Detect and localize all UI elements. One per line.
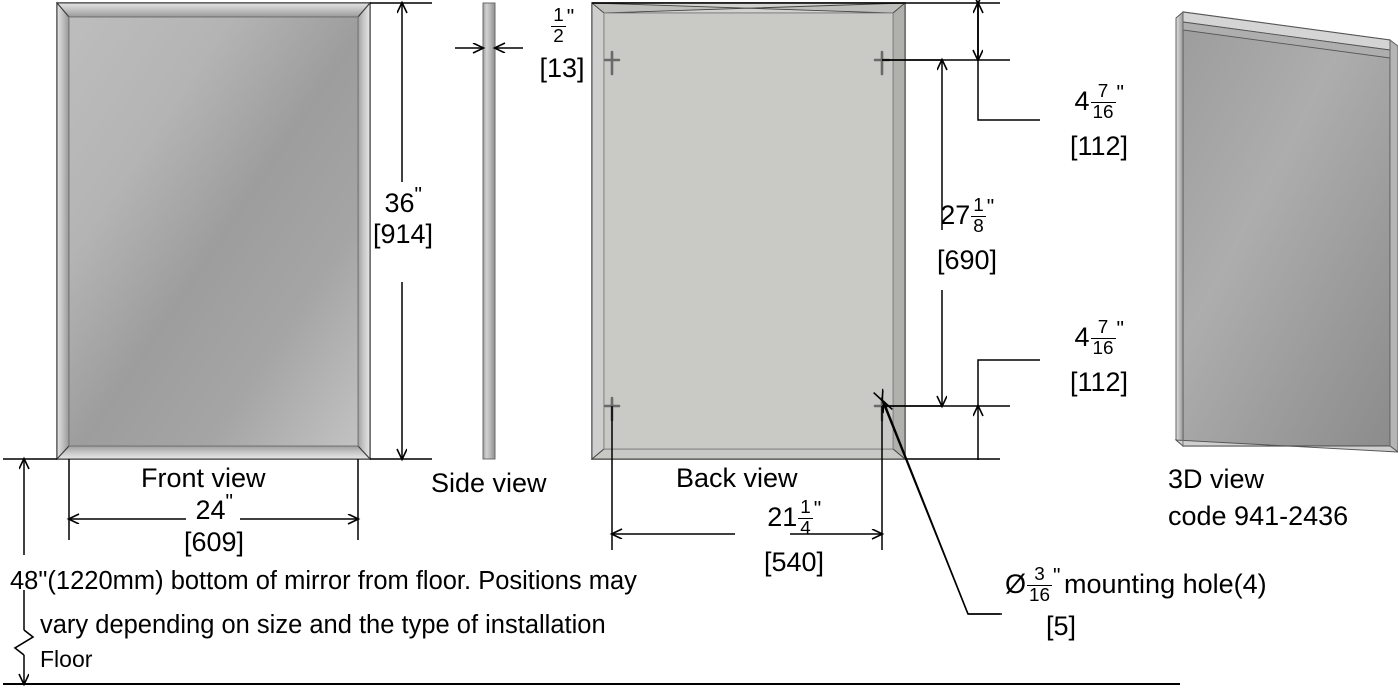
dimension-floor-48 [3,459,1180,684]
mounting-hole-mm: [5] [1046,611,1077,641]
three-d-view-label: 3D view [1168,464,1265,494]
three-d-view-graphic [1174,11,1398,453]
dimension-hole-bottom-offset [978,359,1040,460]
back-view-label: Back view [676,463,798,493]
install-note-line-1: 48"(1220mm) bottom of mirror from floor.… [10,567,637,595]
dimension-width-24 [69,459,358,540]
hole-bottom-offset-mm: [112] [1069,366,1129,397]
dimension-label-height: 36" [914] [372,184,434,248]
dimension-hole-top-offset [978,3,1040,121]
mounting-hole-text: mounting hole(4) [1064,568,1267,599]
front-view-label: Front view [141,463,266,493]
dimension-hole-spacing-vertical [882,60,942,406]
three-d-view-code: code 941-2436 [1168,501,1349,531]
front-view-graphic [55,1,372,461]
dimension-height-36 [370,3,432,459]
dimension-label-width: 24" [609] [184,491,244,556]
diameter-symbol: Ø [1005,568,1027,599]
hole-top-offset-mm: [112] [1069,130,1129,161]
install-note-line-2: vary depending on size and the type of i… [40,611,606,639]
hole-vspacing-mm: [690] [936,244,998,275]
side-view-label: Side view [431,468,547,498]
floor-label: Floor [40,646,93,672]
side-view-graphic [482,2,496,460]
dimension-width-inches: 24" [195,490,233,525]
mounting-hole-leader [882,400,1002,615]
dimension-width-mm: [609] [184,526,245,557]
mounting-hole-top-left [603,50,621,76]
back-view-graphic [590,2,907,460]
hole-hspacing-mm: [540] [763,546,825,577]
dimension-height-inches: 36" [384,183,422,218]
dimension-hole-spacing-horizontal [612,406,882,550]
dimension-thickness-mm: [13] [539,52,585,83]
dimension-height-mm: [914] [372,218,434,249]
